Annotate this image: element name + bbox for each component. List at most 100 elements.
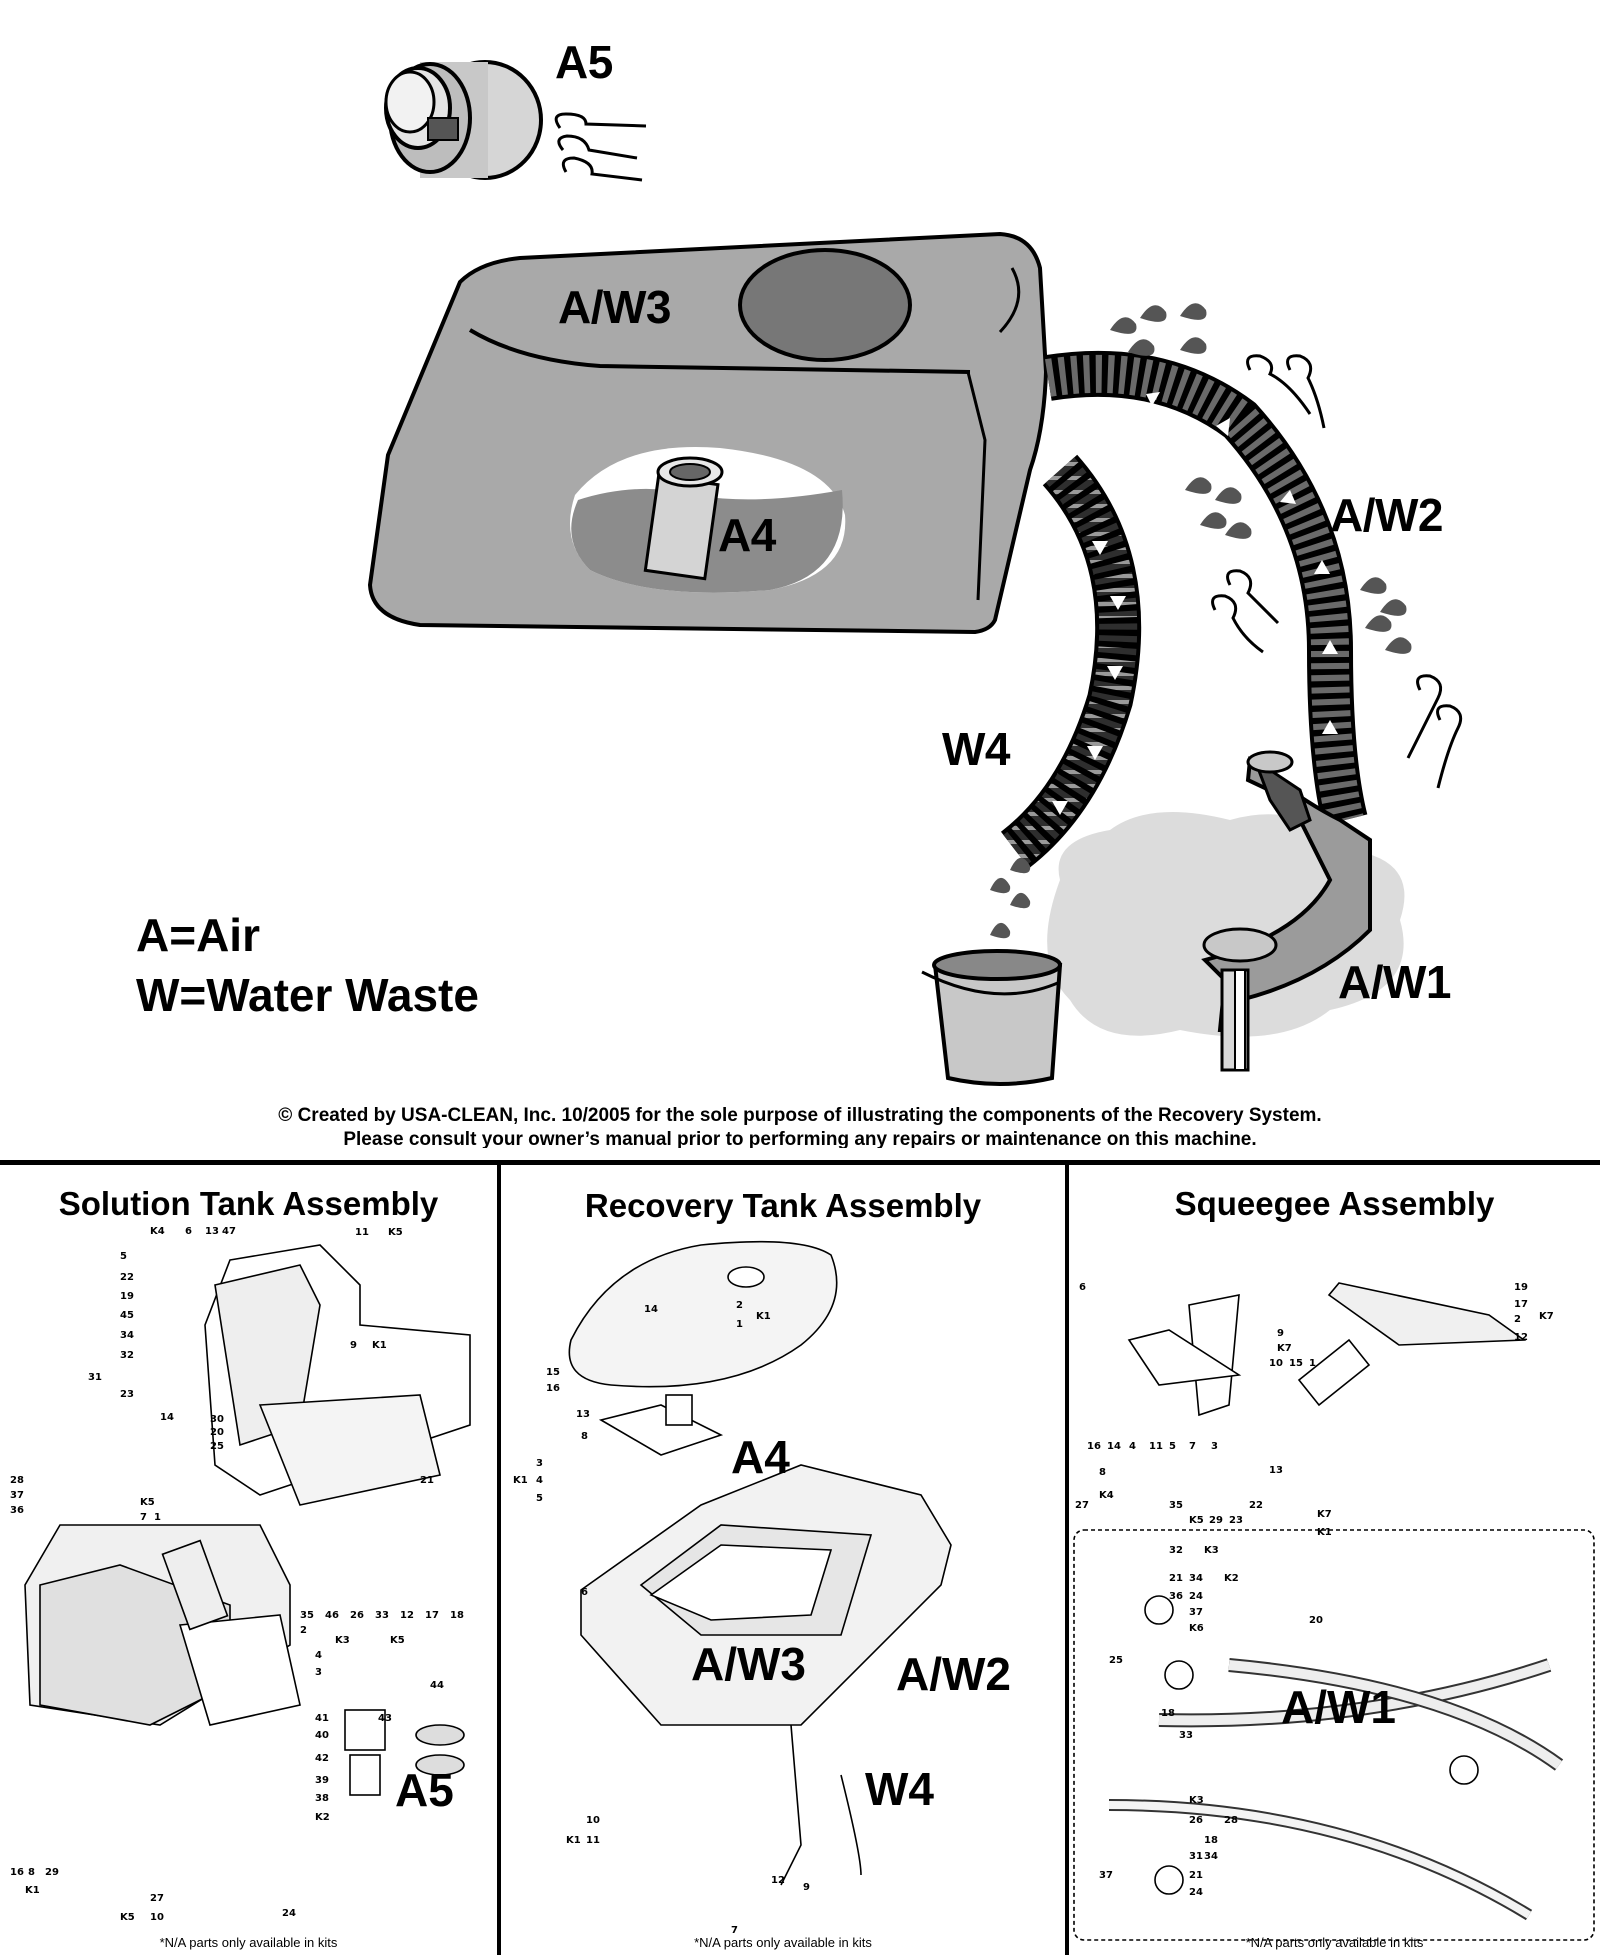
part-callout: 10 — [150, 1912, 164, 1923]
footnote: *N/A parts only available in kits — [1245, 1935, 1424, 1950]
part-callout: K7 — [1317, 1509, 1332, 1520]
panel-divider-left — [497, 1160, 501, 1955]
part-callout: 7 — [140, 1512, 147, 1523]
part-callout: 32 — [120, 1350, 134, 1361]
part-callout: 34 — [1204, 1851, 1218, 1862]
part-callout: 21 — [1169, 1573, 1183, 1584]
part-callout: 20 — [1309, 1615, 1323, 1626]
recovery-system-illustration — [367, 60, 1463, 1086]
part-callout: 4 — [315, 1650, 322, 1661]
part-callout: 7 — [731, 1925, 738, 1936]
panel-solution-tank: Solution Tank Assembly A5 *N/A parts onl… — [0, 1165, 497, 1955]
part-callout: 2 — [300, 1625, 307, 1636]
part-callout: 7 — [1189, 1441, 1196, 1452]
part-callout: 20 — [210, 1427, 224, 1438]
part-callout: 31 — [88, 1372, 102, 1383]
part-callout: 11 — [355, 1227, 369, 1238]
part-callout: 8 — [1099, 1467, 1106, 1478]
vacuum-motor-a5 — [384, 60, 543, 180]
part-callout: 21 — [1189, 1870, 1203, 1881]
recovery-tank-exploded-view — [568, 1240, 952, 1886]
part-callout: 18 — [1161, 1708, 1175, 1719]
part-callout: 5 — [1169, 1441, 1176, 1452]
label-aw2: A/W2 — [1330, 489, 1444, 541]
panel-divider-right — [1065, 1160, 1069, 1955]
part-callout: 12 — [771, 1875, 785, 1886]
part-callout: 43 — [378, 1713, 392, 1724]
part-callout: 24 — [1189, 1591, 1203, 1602]
label-aw1: A/W1 — [1338, 956, 1452, 1008]
part-callout: 2 — [736, 1300, 743, 1311]
overlay-label-aw3: A/W3 — [691, 1638, 806, 1690]
part-callout: 13 — [1269, 1465, 1283, 1476]
label-w4: W4 — [942, 723, 1011, 775]
part-callout: 11 — [586, 1835, 600, 1846]
legend-air: A=Air — [136, 909, 260, 961]
part-callout: 25 — [210, 1441, 224, 1452]
part-callout: 26 — [350, 1610, 364, 1621]
part-callout: 22 — [120, 1272, 134, 1283]
part-callout: 12 — [400, 1610, 414, 1621]
part-callout: 45 — [120, 1310, 134, 1321]
part-callout: 47 — [222, 1226, 236, 1237]
part-callout: K6 — [1189, 1623, 1204, 1634]
flow-arrows — [1052, 392, 1338, 815]
part-callout: 33 — [1179, 1730, 1193, 1741]
part-callout: 14 — [160, 1412, 174, 1423]
part-callout: 35 — [300, 1610, 314, 1621]
part-callout: K4 — [150, 1226, 165, 1237]
part-callout: 44 — [430, 1680, 444, 1691]
part-callout: K5 — [120, 1912, 135, 1923]
air-swirls-a5 — [554, 112, 647, 182]
footnote: *N/A parts only available in kits — [159, 1935, 338, 1950]
part-callout: 19 — [1514, 1282, 1528, 1293]
part-callout: 13 — [205, 1226, 219, 1237]
part-callout: K7 — [1539, 1311, 1554, 1322]
part-callout: 37 — [1189, 1607, 1203, 1618]
part-callout: 3 — [315, 1667, 322, 1678]
part-callout: 11 — [1149, 1441, 1163, 1452]
panel-title: Squeegee Assembly — [1174, 1185, 1495, 1222]
part-callout: 16 — [10, 1867, 24, 1878]
air-swirls-hose — [1211, 354, 1463, 789]
recovery-tank-aw3 — [367, 231, 1049, 635]
part-callout: 18 — [450, 1610, 464, 1621]
panel-title: Recovery Tank Assembly — [584, 1187, 982, 1224]
part-callout: 38 — [315, 1793, 329, 1804]
part-callout: 36 — [1169, 1591, 1183, 1602]
water-droplets — [990, 303, 1412, 939]
part-callout: 37 — [1099, 1870, 1113, 1881]
part-callout: 17 — [425, 1610, 439, 1621]
overlay-label-a4: A4 — [731, 1431, 790, 1483]
part-callout: 9 — [350, 1340, 357, 1351]
part-callout: 5 — [536, 1493, 543, 1504]
part-callout: K3 — [1204, 1545, 1219, 1556]
part-callout: 39 — [315, 1775, 329, 1786]
part-callout: 8 — [28, 1867, 35, 1878]
part-callout: K1 — [566, 1835, 581, 1846]
part-callout: K4 — [1099, 1490, 1114, 1501]
part-callout: 13 — [576, 1409, 590, 1420]
label-a5: A5 — [555, 36, 613, 88]
part-callout: K5 — [390, 1635, 405, 1646]
squeegee-exploded-view — [1073, 1282, 1595, 1941]
part-callout: 3 — [1211, 1441, 1218, 1452]
part-callout: 25 — [1109, 1655, 1123, 1666]
part-callout: 17 — [1514, 1299, 1528, 1310]
part-callout: 40 — [315, 1730, 329, 1741]
part-callout: 2 — [1514, 1314, 1521, 1325]
legend: A=Air W=Water Waste — [136, 905, 479, 1025]
part-callout: 12 — [1514, 1332, 1528, 1343]
part-callout: K7 — [1277, 1343, 1292, 1354]
part-callout: 23 — [1229, 1515, 1243, 1526]
part-callout: 36 — [10, 1505, 24, 1516]
panel-title: Solution Tank Assembly — [58, 1185, 439, 1222]
part-callout: 35 — [1169, 1500, 1183, 1511]
part-callout: 34 — [120, 1330, 134, 1341]
panel-squeegee: Squeegee Assembly A/W1 *N/A parts only a… — [1069, 1165, 1600, 1955]
part-callout: 30 — [210, 1414, 224, 1425]
part-callout: K1 — [756, 1311, 771, 1322]
part-callout: 31 — [1189, 1851, 1203, 1862]
part-callout: 29 — [1209, 1515, 1223, 1526]
part-callout: 29 — [45, 1867, 59, 1878]
